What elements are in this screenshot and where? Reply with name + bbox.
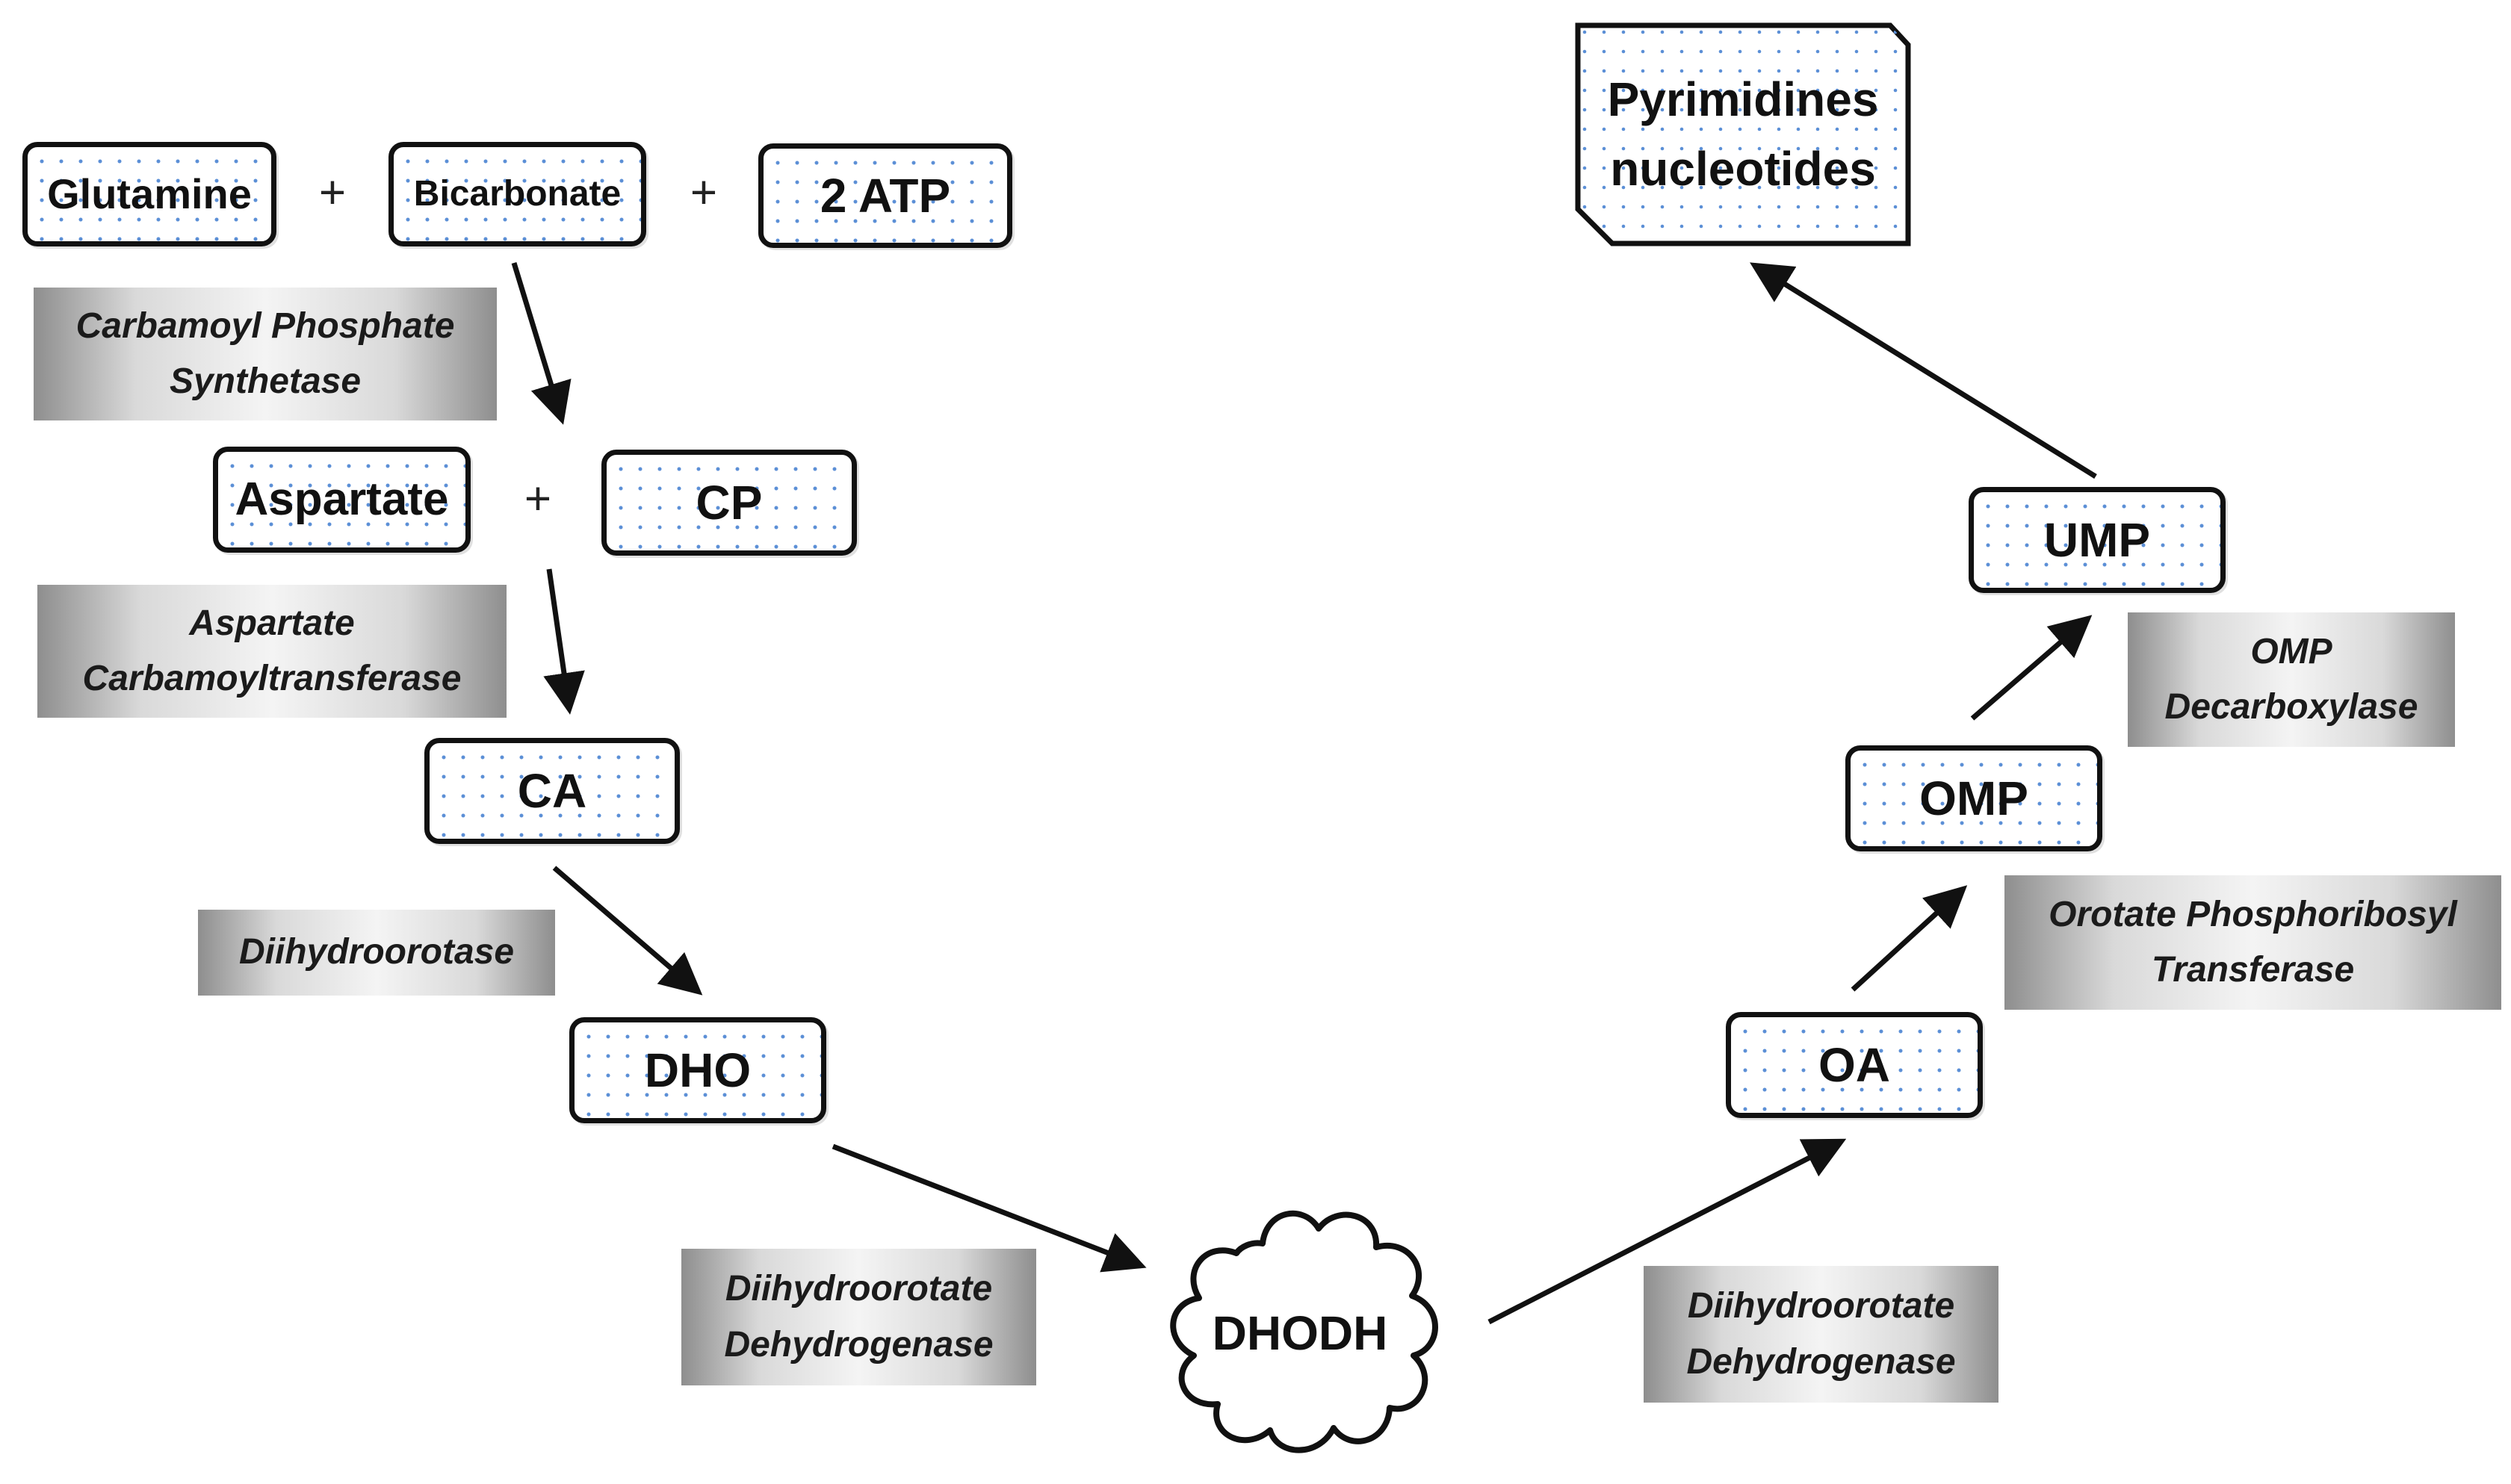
enzyme-aspartate-carbamoyltransferase: Aspartate Carbamoyltransferase xyxy=(37,585,507,718)
arrow-omp-to-ump xyxy=(1970,615,2093,721)
plus-sign-3: + xyxy=(524,473,552,525)
arrow-oa-to-omp xyxy=(1851,885,1968,992)
glutamine-label: Glutamine xyxy=(47,170,252,217)
enzyme-carbamoyl-phosphate-synthetase: Carbamoyl Phosphate Synthetase xyxy=(34,288,497,420)
ump-node: UMP xyxy=(1969,487,2226,593)
atp-node: 2 ATP xyxy=(758,143,1012,248)
arrow-bicarbonate-to-cp xyxy=(511,261,572,425)
cp-node: CP xyxy=(601,450,857,556)
oa-label: OA xyxy=(1818,1038,1890,1092)
dho-label: DHO xyxy=(644,1043,752,1097)
enzyme-omp-decarboxylase: OMP Decarboxylase xyxy=(2128,612,2455,747)
omp-node: OMP xyxy=(1845,745,2102,851)
plus-sign-2: + xyxy=(690,167,718,219)
pyrimidines-label: Pyrimidines nucleotides xyxy=(1607,72,1879,196)
arrow-aspartate-cp-to-ca xyxy=(543,568,585,715)
ca-label: CA xyxy=(517,764,587,818)
ca-node: CA xyxy=(424,738,680,844)
dhodh-cloud xyxy=(1170,1210,1438,1453)
arrow-ump-to-pyrimidines xyxy=(1750,262,2097,479)
bicarbonate-node: Bicarbonate xyxy=(388,142,646,246)
enzyme-dihydroorotate-dehydrogenase-left: Diihydroorotate Dehydrogenase xyxy=(681,1249,1036,1385)
arrow-dhodh-to-oa xyxy=(1487,1138,1847,1325)
plus-sign-1: + xyxy=(318,167,347,219)
glutamine-node: Glutamine xyxy=(22,142,276,246)
bicarbonate-label: Bicarbonate xyxy=(413,174,622,214)
ump-label: UMP xyxy=(2043,513,2151,567)
enzyme-dihydroorotase: Diihydroorotase xyxy=(198,910,555,996)
enzyme-dihydroorotate-dehydrogenase-right: Diihydroorotate Dehydrogenase xyxy=(1644,1266,1998,1403)
dhodh-label: DHODH xyxy=(1212,1306,1388,1360)
aspartate-label: Aspartate xyxy=(235,474,449,526)
arrow-ca-to-dho xyxy=(552,866,703,996)
arrow-dho-to-dhodh xyxy=(832,1143,1147,1273)
aspartate-node: Aspartate xyxy=(213,447,471,553)
atp-label: 2 ATP xyxy=(820,169,951,223)
pyrimidines-box xyxy=(1575,22,1911,246)
omp-label: OMP xyxy=(1919,772,2028,825)
cp-label: CP xyxy=(696,476,763,530)
oa-node: OA xyxy=(1726,1012,1983,1118)
dho-node: DHO xyxy=(569,1017,826,1123)
enzyme-orotate-phosphoribosyl-transferase: Orotate Phosphoribosyl Transferase xyxy=(2004,875,2501,1010)
